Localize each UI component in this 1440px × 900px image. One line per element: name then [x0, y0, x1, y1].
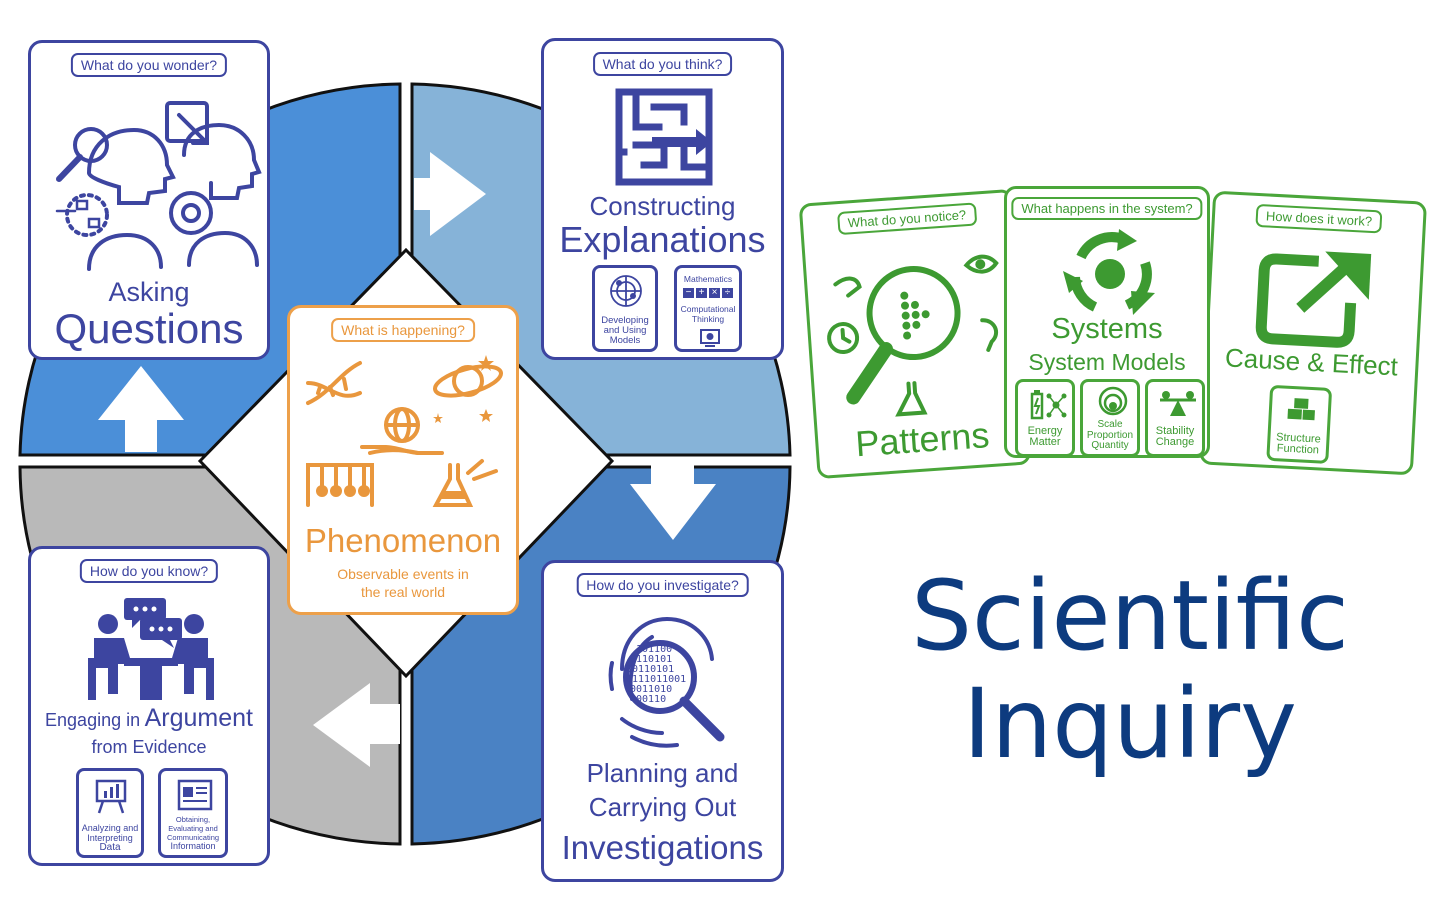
argument-question-pill: How do you know?	[79, 559, 219, 583]
discussion-icon	[88, 598, 214, 700]
math-practice-badge: Mathematics − + × ÷ Computational Thinki…	[674, 265, 742, 352]
structure-function-badge: Structure Function	[1266, 384, 1333, 464]
patterns-card: What do you notice? Patterns	[798, 188, 1032, 480]
structure-line2: Function	[1276, 442, 1320, 457]
systems-label: Systems	[1051, 313, 1163, 345]
phenomenon-icons	[306, 355, 503, 507]
investigations-line2: Carrying Out	[588, 792, 737, 822]
bricks-icon	[1287, 398, 1315, 421]
computational-line2: Thinking	[691, 314, 725, 324]
scale-line1: Scale	[1097, 419, 1123, 430]
title-line1: Scientific	[911, 560, 1349, 672]
computer-gear-icon	[700, 329, 720, 347]
investigations-line3: Investigations	[561, 829, 764, 866]
cause-label: Cause & Effect	[1224, 342, 1399, 382]
binary-row: 00110	[636, 694, 667, 705]
patterns-icons	[827, 254, 999, 417]
computational-line1: Computational	[680, 304, 736, 314]
models-practice-badge: Developing and Using Models	[592, 265, 658, 352]
fingerprint-magnifier-icon	[608, 616, 725, 748]
explanations-label-large: Explanations	[559, 219, 766, 260]
argument-label-small2: from Evidence	[91, 737, 207, 757]
communicating-line2: Evaluating and	[168, 824, 218, 833]
models-line1: Developing	[601, 315, 649, 326]
stability-line2: Change	[1155, 436, 1195, 448]
binary-row: 0011010	[630, 684, 673, 695]
phenomenon-card: What is happening? Phenom	[287, 305, 519, 615]
analyzing-line1: Analyzing and	[81, 823, 139, 833]
argument-label: Engaging in Argument	[31, 704, 267, 733]
binary-row: 0111011001	[626, 674, 687, 685]
asking-icons	[55, 101, 262, 271]
argument-label-small1: Engaging in	[45, 710, 141, 730]
systems-sublabel: System Models	[1028, 349, 1186, 375]
binary-row: 101100	[636, 644, 673, 655]
divide-icon: ÷	[722, 288, 733, 298]
systems-question-pill: What happens in the system?	[1011, 197, 1203, 220]
stability-line1: Stability	[1155, 425, 1195, 437]
phenomenon-subtitle-2: the real world	[360, 584, 446, 600]
investigations-question-pill: How do you investigate?	[576, 573, 749, 597]
math-symbols: − + × ÷	[677, 288, 739, 298]
times-icon: ×	[709, 288, 720, 298]
cause-effect-arrow-icon	[1255, 251, 1372, 348]
scale-line2: Proportion	[1086, 429, 1134, 441]
analyzing-line3: Data	[99, 842, 121, 853]
binary-row: 0110101	[630, 654, 673, 665]
model-atom-icon	[610, 275, 642, 307]
energy-line1: Energy	[1027, 425, 1063, 437]
cause-question-pill: How does it work?	[1255, 203, 1383, 234]
models-line2: and Using	[603, 325, 647, 336]
communicating-line3: Communicating	[166, 833, 220, 842]
stability-change-badge: Stability Change	[1145, 379, 1205, 457]
arrow-up	[98, 366, 184, 452]
energy-matter-badge: Energy Matter	[1015, 379, 1075, 457]
argument-card: How do you know? Engaging in Argument fr…	[28, 546, 270, 866]
cycle-arrows-icon	[1063, 229, 1155, 315]
asking-label-large: Questions	[54, 305, 244, 352]
asking-questions-card: What do you wonder? Asking Questions	[28, 40, 270, 360]
patterns-question-pill: What do you notice?	[837, 202, 977, 236]
explanations-label-small: Constructing	[589, 191, 736, 221]
argument-label-large: Argument	[144, 704, 253, 732]
energy-line2: Matter	[1029, 436, 1061, 448]
arrow-right	[414, 152, 486, 236]
asking-question-pill: What do you wonder?	[70, 53, 228, 77]
binary-row: 00110101	[626, 664, 675, 675]
balance-icon	[1160, 391, 1196, 416]
math-label: Mathematics	[683, 274, 733, 284]
systems-card: What happens in the system? Systems Syst…	[1004, 186, 1210, 458]
scale-badge: Scale Proportion Quantity	[1080, 379, 1140, 457]
minus-icon: −	[683, 288, 694, 298]
concentric-circles-icon	[1098, 386, 1128, 416]
analyzing-data-badge: Analyzing and Interpreting Data	[76, 768, 144, 858]
phenomenon-subtitle-1: Observable events in	[337, 566, 469, 582]
binary-code: 101100 0110101 00110101 0111011001 00110…	[626, 645, 686, 705]
constructing-explanations-card: What do you think? Constructing Explanat…	[541, 38, 784, 360]
explanations-question-pill: What do you think?	[592, 52, 733, 76]
investigations-line1: Planning and	[586, 758, 739, 788]
models-line3: Models	[609, 335, 641, 346]
chart-easel-icon	[95, 779, 127, 814]
battery-molecule-icon	[1030, 390, 1067, 420]
arrow-down	[630, 465, 716, 540]
asking-label-small: Asking	[108, 277, 190, 307]
cause-effect-card: How does it work? Cause & Effect Structu…	[1198, 190, 1428, 476]
phenomenon-question-pill: What is happening?	[331, 318, 475, 342]
arrow-left	[313, 683, 400, 767]
phenomenon-label: Phenomenon	[304, 522, 502, 559]
newspaper-icon	[177, 779, 213, 811]
investigations-card: How do you investigate? 101100 0110101 0…	[541, 560, 784, 882]
scale-line3: Quantity	[1091, 440, 1129, 451]
analyzing-line2: Interpreting	[87, 833, 133, 843]
communicating-line4: Information	[170, 841, 216, 851]
maze-icon	[615, 88, 713, 186]
communicating-badge: Obtaining, Evaluating and Communicating …	[158, 768, 228, 858]
communicating-line1: Obtaining,	[175, 815, 211, 824]
title-line2: Inquiry	[963, 668, 1297, 780]
plus-icon: +	[696, 288, 707, 298]
